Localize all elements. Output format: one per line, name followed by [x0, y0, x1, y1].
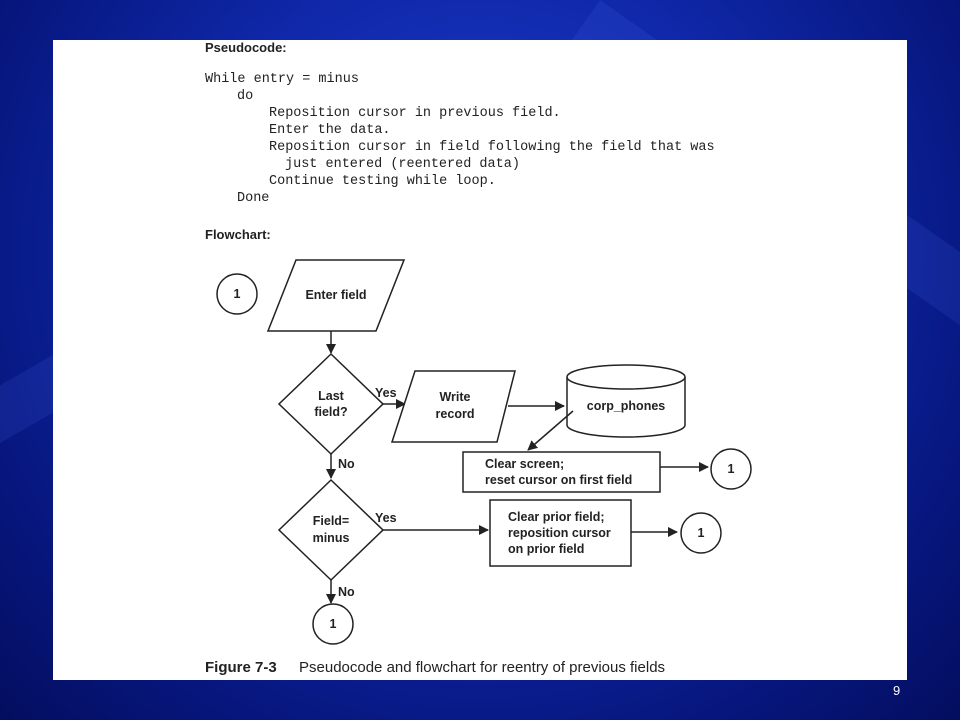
clear-prior-label-line2: reposition cursor — [508, 526, 611, 540]
write-record-label-line2: record — [436, 407, 475, 421]
clear-prior-label-line1: Clear prior field; — [508, 510, 605, 524]
start-connector: 1 — [216, 273, 258, 315]
connector-after-clear-screen: 1 — [710, 448, 752, 490]
connector-label: 1 — [728, 462, 735, 476]
pseudocode-line: Enter the data. — [269, 123, 391, 138]
clear-prior-field-process: Clear prior field; reposition cursor on … — [489, 499, 632, 567]
last-field-label-line1: Last — [318, 389, 345, 403]
connector-label: 1 — [330, 617, 337, 631]
connector-label: 1 — [698, 526, 705, 540]
pseudocode-line: do — [237, 89, 254, 104]
pseudocode-line: Reposition cursor in previous field. — [269, 106, 561, 121]
enter-field-shape: Enter field — [266, 259, 406, 332]
database-label: corp_phones — [587, 399, 666, 413]
field-minus-yes-label: Yes — [375, 511, 397, 525]
write-record-shape: Write record — [390, 370, 516, 443]
last-field-yes-label: Yes — [375, 386, 397, 400]
connector-after-clear-prior: 1 — [680, 512, 722, 554]
end-connector: 1 — [312, 603, 354, 645]
last-field-decision: Last field? — [277, 352, 385, 456]
pseudocode-heading: Pseudocode: — [205, 40, 287, 55]
clear-screen-label-line2: reset cursor on first field — [485, 473, 632, 487]
last-field-no-label: No — [338, 457, 355, 471]
field-minus-label-line2: minus — [313, 531, 350, 545]
slide-number: 9 — [893, 683, 901, 698]
flowchart-heading: Flowchart: — [205, 227, 271, 242]
clear-screen-process: Clear screen; reset cursor on first fiel… — [462, 451, 661, 493]
clear-prior-label-line3: on prior field — [508, 542, 584, 556]
field-minus-no-label: No — [338, 585, 355, 599]
figure-caption: Pseudocode and flowchart for reentry of … — [299, 659, 666, 676]
connector-label: 1 — [234, 287, 241, 301]
arrow-db-to-clear — [527, 410, 574, 451]
pseudocode-line: Done — [237, 191, 270, 206]
figure-number: Figure 7-3 — [205, 659, 277, 676]
clear-screen-label-line1: Clear screen; — [485, 457, 564, 471]
pseudocode-line: While entry = minus — [205, 72, 359, 87]
field-minus-decision: Field= minus — [277, 478, 385, 582]
last-field-label-line2: field? — [314, 405, 347, 419]
slide-panel: Pseudocode: While entry = minus do Repos… — [53, 40, 907, 680]
field-minus-label-line1: Field= — [313, 514, 349, 528]
enter-field-label: Enter field — [305, 288, 366, 302]
pseudocode-line: Reposition cursor in field following the… — [269, 140, 715, 155]
write-record-label-line1: Write — [439, 390, 470, 404]
corp-phones-database: corp_phones — [566, 364, 686, 438]
flowchart-diagram: 1 Enter field Last field? Yes Write reco… — [216, 259, 752, 645]
pseudocode-line: Continue testing while loop. — [269, 174, 496, 189]
pseudocode-line: just entered (reentered data) — [285, 157, 520, 172]
